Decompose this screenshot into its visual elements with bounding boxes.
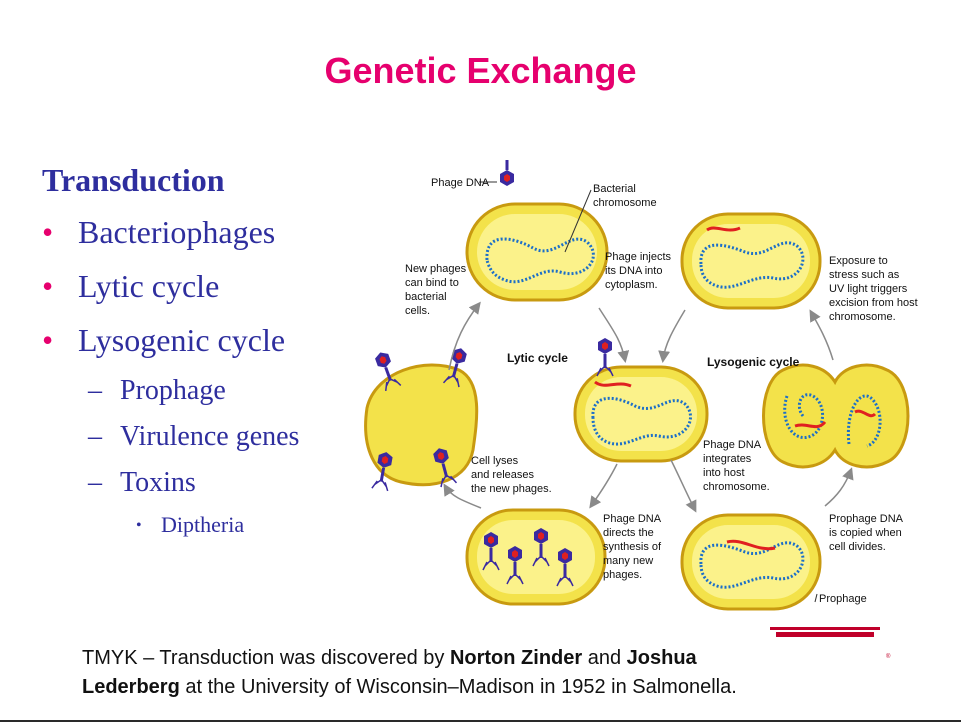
footer-text: and [582, 647, 626, 669]
section-heading: Transduction [42, 162, 225, 199]
footer-note: TMYK – Transduction was discovered by No… [82, 644, 902, 702]
bullet-marker: • [42, 268, 78, 305]
bullet-item: •Lytic cycle [42, 268, 219, 305]
slide-title: Genetic Exchange [0, 50, 961, 92]
bacterial-cell-prophage [682, 515, 820, 609]
university-logo [770, 627, 880, 637]
dash-marker: – [88, 375, 120, 407]
dash-marker: – [88, 421, 120, 453]
sub-bullet-label: Prophage [120, 375, 226, 406]
bacterial-cell-dividing [764, 365, 909, 467]
phage-dna-directs-label: Phage DNA directs the synthesis of many … [603, 513, 664, 581]
sub-bullet-item: –Toxins [88, 467, 196, 499]
footer-name: Norton Zinder [450, 647, 582, 669]
phage-dna-label: Phage DNA [431, 177, 490, 189]
lysogenic-cycle-label: Lysogenic cycle [707, 355, 800, 369]
phage-dna-integrates-label: Phage DNA integrates into host chromosom… [703, 439, 770, 493]
bullet-marker: • [42, 322, 78, 359]
lysed-cell [366, 346, 477, 491]
bacterial-chromosome-label: Bacterial chromosome [593, 183, 657, 209]
bullet-label: Lysogenic cycle [78, 322, 285, 358]
bullet-label: Lytic cycle [78, 268, 219, 304]
exposure-label: Exposure to stress such as UV light trig… [829, 255, 921, 323]
sub-bullet-item: –Prophage [88, 375, 226, 407]
footer-name: Lederberg [82, 676, 180, 698]
transduction-diagram: Lytic cycle Lysogenic cycle Phage DNA Ba… [355, 160, 935, 620]
bacterial-cell-top-lysogenic [682, 214, 820, 308]
footer-name: Joshua [627, 647, 697, 669]
bullet-marker: • [42, 214, 78, 251]
dash-marker: – [88, 467, 120, 499]
lytic-cycle-label: Lytic cycle [507, 351, 568, 365]
phage-icon [499, 160, 515, 186]
bullet-item: •Lysogenic cycle [42, 322, 285, 359]
bullet-label: Bacteriophages [78, 214, 275, 250]
bacterial-cell-center [575, 338, 707, 461]
footer-text: at the University of Wisconsin–Madison i… [180, 676, 737, 698]
prophage-label: Prophage [819, 593, 867, 605]
bacterial-cell-new-phages [467, 510, 605, 604]
sub-bullet-label: Toxins [120, 467, 196, 498]
small-bullet-marker: • [136, 517, 161, 535]
sub-sub-bullet-label: Diptheria [161, 512, 244, 537]
sub-bullet-item: –Virulence genes [88, 421, 299, 453]
sub-bullet-label: Virulence genes [120, 421, 299, 452]
bullet-item: •Bacteriophages [42, 214, 275, 251]
prophage-copied-label: Prophage DNA is copied when cell divides… [829, 513, 905, 553]
cell-lyses-label: Cell lyses and releases the new phages. [471, 455, 552, 495]
new-phages-label: New phages can bind to bacterial cells. [405, 263, 469, 317]
footer-text: TMYK – Transduction was discovered by [82, 647, 450, 669]
phage-injects-label: Phage injects its DNA into cytoplasm. [605, 251, 674, 291]
sub-sub-bullet-item: •Diptheria [136, 512, 244, 538]
